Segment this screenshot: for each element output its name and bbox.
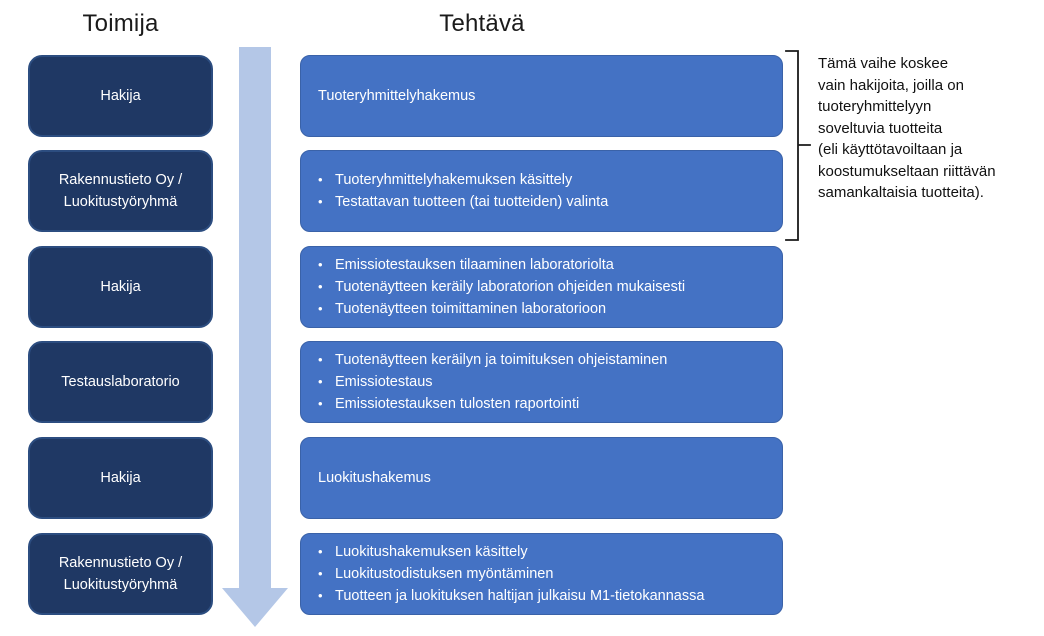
task-item: • Luokitustodistuksen myöntäminen xyxy=(318,563,768,585)
task-list: • Luokitushakemuksen käsittely • Luokitu… xyxy=(318,541,768,607)
bullet-icon: • xyxy=(318,301,323,316)
task-item-label: Testattavan tuotteen (tai tuotteiden) va… xyxy=(335,194,609,210)
task-item-label: Tuotenäytteen keräily laboratorion ohjei… xyxy=(335,279,686,295)
task-item-label: Luokitushakemuksen käsittely xyxy=(335,544,528,560)
task-item: • Emissiotestauksen tulosten raportointi xyxy=(318,393,768,415)
task-item: • Tuotteen ja luokituksen haltijan julka… xyxy=(318,585,768,607)
annotation-note: Tämä vaihe koskee vain hakijoita, joilla… xyxy=(818,53,1044,204)
actor-box-hakija-1: Hakija xyxy=(28,55,213,137)
task-item-label: Emissiotestauksen tilaaminen laboratorio… xyxy=(335,257,614,273)
task-item-label: Luokitustodistuksen myöntäminen xyxy=(335,566,554,582)
column-header-toimija: Toimija xyxy=(82,10,159,37)
actor-label: Hakija xyxy=(100,279,141,295)
task-box-luokituksen-myontaminen: • Luokitushakemuksen käsittely • Luokitu… xyxy=(300,533,783,615)
task-item-label: Tuoteryhmittelyhakemuksen käsittely xyxy=(335,172,573,188)
task-box-hakemuksen-kasittely: • Tuoteryhmittelyhakemuksen käsittely • … xyxy=(300,150,783,232)
bullet-icon: • xyxy=(318,172,323,187)
annotation-line: koostumukseltaan riittävän xyxy=(818,162,996,180)
bullet-icon: • xyxy=(318,566,323,581)
bullet-icon: • xyxy=(318,279,323,294)
down-arrow-icon xyxy=(222,588,288,627)
actor-box-hakija-2: Hakija xyxy=(28,246,213,328)
task-list: • Tuoteryhmittelyhakemuksen käsittely • … xyxy=(318,169,768,213)
task-item-label: Tuotteen ja luokituksen haltijan julkais… xyxy=(335,588,705,604)
task-label: Luokitushakemus xyxy=(318,470,431,486)
annotation-line: (eli käyttötavoiltaan ja xyxy=(818,141,963,158)
actor-box-testauslaboratorio: Testauslaboratorio xyxy=(28,341,213,423)
actor-box-hakija-3: Hakija xyxy=(28,437,213,519)
bullet-icon: • xyxy=(318,544,323,559)
actor-box-rakennustieto-2: Rakennustieto Oy / Luokitustyöryhmä xyxy=(28,533,213,615)
actor-label: Rakennustieto Oy / Luokitustyöryhmä xyxy=(58,555,183,593)
flow-arrow-shaft xyxy=(239,47,271,590)
annotation-line: tuoteryhmittelyyn xyxy=(818,98,932,115)
actor-label: Rakennustieto Oy / Luokitustyöryhmä xyxy=(58,172,183,210)
task-box-luokitushakemus: Luokitushakemus xyxy=(300,437,783,519)
actor-label: Hakija xyxy=(100,88,141,104)
bullet-icon: • xyxy=(318,588,323,603)
column-header-tehtava: Tehtävä xyxy=(439,10,525,37)
task-item: • Tuotenäytteen keräilyn ja toimituksen … xyxy=(318,349,768,371)
task-item: • Emissiotestaus xyxy=(318,371,768,393)
task-label: Tuoteryhmittelyhakemus xyxy=(318,88,476,104)
bullet-icon: • xyxy=(318,194,323,209)
task-item-label: Emissiotestaus xyxy=(335,374,433,390)
bullet-icon: • xyxy=(318,257,323,272)
task-item: • Testattavan tuotteen (tai tuotteiden) … xyxy=(318,191,768,213)
task-list: • Tuotenäytteen keräilyn ja toimituksen … xyxy=(318,349,768,415)
annotation-line: samankaltaisia tuotteita). xyxy=(818,184,984,201)
task-item: • Tuoteryhmittelyhakemuksen käsittely xyxy=(318,169,768,191)
task-item: • Emissiotestauksen tilaaminen laborator… xyxy=(318,254,768,276)
annotation-line: Tämä vaihe koskee xyxy=(818,55,949,72)
task-item: • Tuotenäytteen keräily laboratorion ohj… xyxy=(318,276,768,298)
task-box-emissiotestaus: • Tuotenäytteen keräilyn ja toimituksen … xyxy=(300,341,783,423)
actor-label: Hakija xyxy=(100,470,141,486)
task-item: • Tuotenäytteen toimittaminen laboratori… xyxy=(318,298,768,320)
task-item-label: Emissiotestauksen tulosten raportointi xyxy=(335,396,580,412)
annotation-line: vain hakijoita, joilla on xyxy=(818,76,964,94)
task-box-emissiotestauksen-tilaus: • Emissiotestauksen tilaaminen laborator… xyxy=(300,246,783,328)
annotation-line: soveltuvia tuotteita xyxy=(818,119,943,137)
actor-label: Testauslaboratorio xyxy=(61,374,180,390)
bullet-icon: • xyxy=(318,352,323,367)
actor-box-rakennustieto-1: Rakennustieto Oy / Luokitustyöryhmä xyxy=(28,150,213,232)
bullet-icon: • xyxy=(318,396,323,411)
task-item-label: Tuotenäytteen keräilyn ja toimituksen oh… xyxy=(335,352,668,368)
task-item-label: Tuotenäytteen toimittaminen laboratorioo… xyxy=(335,301,607,317)
task-box-tuoteryhmittelyhakemus: Tuoteryhmittelyhakemus xyxy=(300,55,783,137)
annotation-bracket xyxy=(785,50,811,241)
task-list: • Emissiotestauksen tilaaminen laborator… xyxy=(318,254,768,320)
task-item: • Luokitushakemuksen käsittely xyxy=(318,541,768,563)
bullet-icon: • xyxy=(318,374,323,389)
